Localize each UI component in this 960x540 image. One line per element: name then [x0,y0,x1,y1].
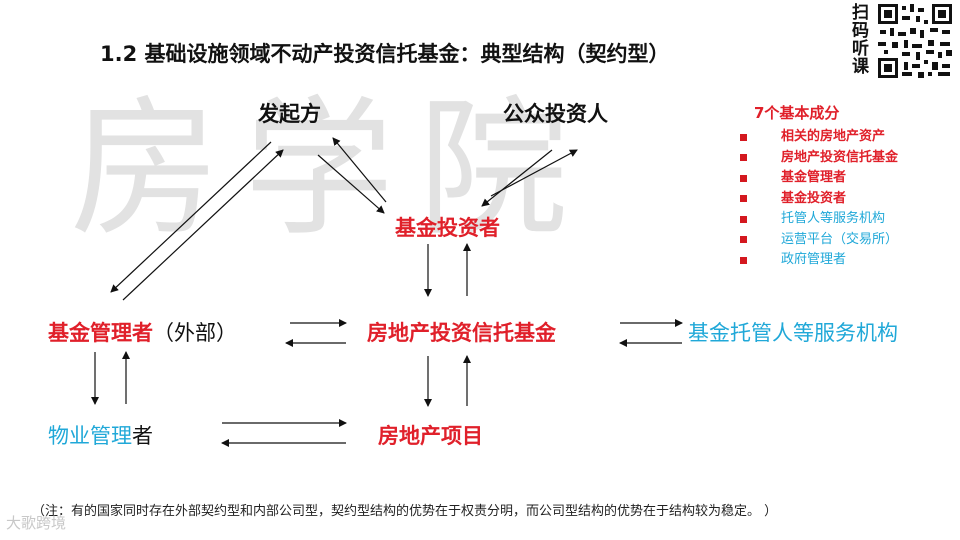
component-label: 基金管理者 [781,170,847,185]
node-fund-investors: 基金投资者 [395,216,500,240]
node-project: 房地产项目 [378,424,483,448]
arrow-investors-to-sponsor [332,137,387,203]
node-custodian: 基金托管人等服务机构 [688,321,898,345]
arrow-public-to-investors [481,149,553,207]
property-manager-label: 物业管理 [48,424,132,448]
bullet-icon [740,236,747,244]
component-label: 运营平台（交易所） [781,231,899,247]
component-item: 基金管理者 [740,168,898,189]
fund-manager-label: 基金管理者 [48,321,153,345]
component-item: 相关的房地产资产 [740,127,898,148]
qr-code-icon[interactable] [876,2,954,80]
brand-logo: 大歌跨境 [6,514,67,532]
bullet-icon [740,154,747,162]
component-label: 房地产投资信托基金 [781,149,899,165]
watermark: 房学院 [70,83,593,257]
component-item: 托管人等服务机构 [740,209,898,230]
arrow-sponsor-to-manager [110,141,272,293]
node-sponsor: 发起方 [258,102,321,126]
component-item: 政府管理者 [740,250,898,271]
component-label: 政府管理者 [781,252,847,267]
arrow-sponsor-to-investors [317,154,385,214]
bullet-icon [740,215,747,223]
component-label: 基金投资者 [781,190,847,206]
property-manager-tail: 者 [132,424,153,448]
arrow-investors-to-public [490,149,578,197]
bullet-icon [740,174,747,182]
component-item: 房地产投资信托基金 [740,148,898,169]
bullet-icon [740,133,747,141]
node-public-investors: 公众投资人 [503,102,608,126]
node-property-manager: 物业管理者 [48,420,153,450]
components-list: 7个基本成分 相关的房地产资产房地产投资信托基金基金管理者基金投资者托管人等服务… [740,102,898,271]
footnote: （注：有的国家同时存在外部契约型和内部公司型，契约型结构的优势在于权责分明，而公… [32,504,778,519]
fund-manager-suffix: （外部） [153,321,237,345]
page-title: 1.2 基础设施领域不动产投资信托基金：典型结构（契约型） [100,42,670,66]
node-fund-manager: 基金管理者（外部） [48,317,237,347]
component-item: 基金投资者 [740,189,898,210]
component-item: 运营平台（交易所） [740,230,898,251]
component-label: 托管人等服务机构 [781,211,886,226]
components-title: 7个基本成分 [754,104,840,122]
arrow-manager-to-sponsor [122,149,284,301]
component-label: 相关的房地产资产 [781,129,886,144]
node-reit: 房地产投资信托基金 [367,321,556,345]
qr-label: 扫码听课 [852,3,869,77]
bullet-icon [740,195,747,203]
bullet-icon [740,256,747,264]
